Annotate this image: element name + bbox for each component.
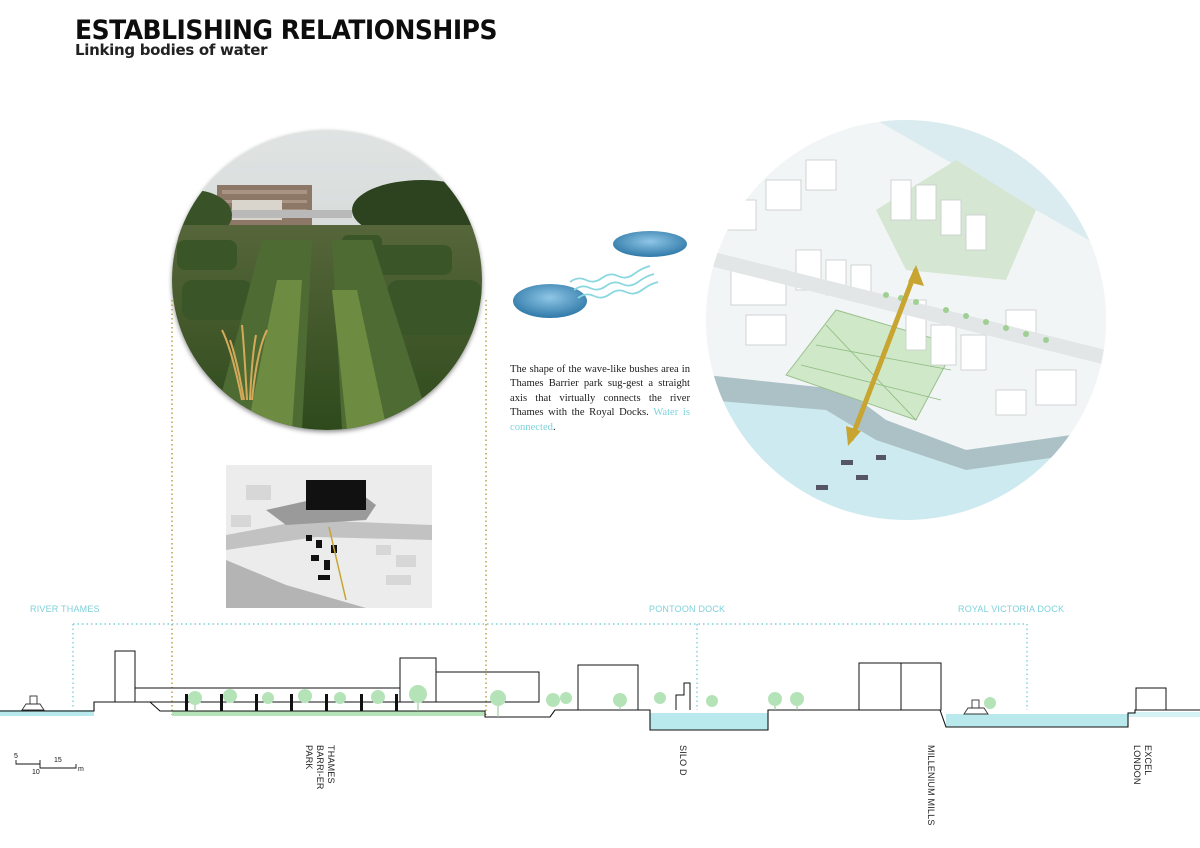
- aerial-view-illustration: [706, 120, 1106, 520]
- scale-unit: m: [78, 766, 84, 773]
- water-bodies-icon: [513, 231, 687, 318]
- scale-bar: 5 15 10 m: [14, 753, 84, 776]
- aerial-view: [706, 120, 1106, 520]
- label-thames-barrier-park: THAMES BARRI-ER PARK: [304, 745, 336, 790]
- scale-label-10: 10: [32, 769, 40, 776]
- page-title: ESTABLISHING RELATIONSHIPS: [75, 14, 497, 46]
- scale-label-5: 5: [14, 753, 18, 760]
- park-photo-illustration: [172, 130, 482, 430]
- label-silo-d: SILO D: [678, 745, 688, 776]
- page-subtitle: Linking bodies of water: [75, 41, 268, 59]
- site-map-illustration: [226, 465, 432, 608]
- label-pontoon-dock: PONTOON DOCK: [649, 604, 726, 614]
- label-excel-london: EXCEL LONDON: [1132, 745, 1153, 785]
- label-millenium-mills: MILLENIUM MILLS: [926, 745, 936, 826]
- label-river-thames: RIVER THAMES: [30, 604, 100, 614]
- description-text: The shape of the wave-like bushes area i…: [510, 364, 690, 433]
- scale-label-15: 15: [54, 757, 62, 764]
- description-highlight: Water is connected: [510, 407, 690, 433]
- label-royal-victoria-dock: ROYAL VICTORIA DOCK: [958, 604, 1065, 614]
- site-section: [0, 623, 1200, 731]
- park-photo: [172, 130, 482, 430]
- site-map: [226, 465, 432, 608]
